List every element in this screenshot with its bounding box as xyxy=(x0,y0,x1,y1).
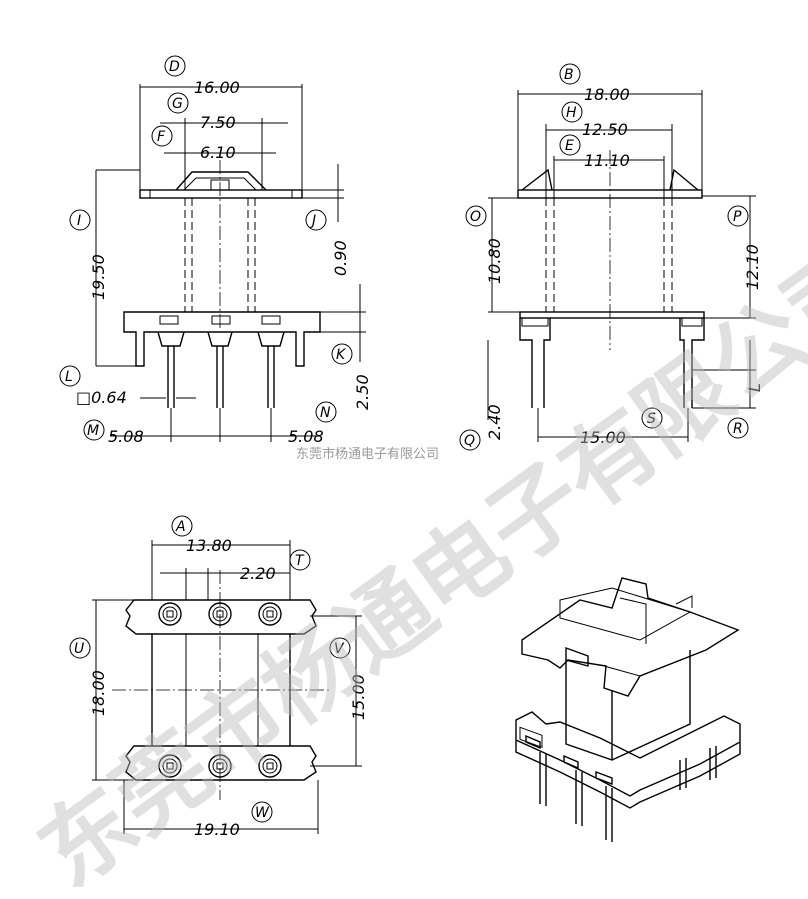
svg-text:Q: Q xyxy=(464,433,475,449)
dim-2-40: 2.40 xyxy=(485,404,504,440)
front-view: 16.00 7.50 6.10 19.50 0.90 2.50 □0.64 5.… xyxy=(59,55,372,446)
label-i: I xyxy=(69,209,91,231)
dim-15-00-bottom: 15.00 xyxy=(349,674,368,720)
dim-19-10: 19.10 xyxy=(194,820,240,839)
dim-11-10: 11.10 xyxy=(584,151,630,170)
svg-text:T: T xyxy=(295,553,305,569)
watermark: 东莞市杨通电子有限公司 xyxy=(20,226,808,899)
label-v: V xyxy=(329,637,351,659)
dim-15-00-side: 15.00 xyxy=(580,428,626,447)
company-caption: 东莞市杨通电子有限公司 xyxy=(296,446,439,462)
dim-6-10: 6.10 xyxy=(200,143,236,162)
label-t: T xyxy=(289,549,311,571)
label-e: E xyxy=(559,134,581,156)
svg-text:J: J xyxy=(309,213,316,229)
svg-text:S: S xyxy=(647,411,656,427)
svg-text:E: E xyxy=(565,138,574,154)
svg-text:K: K xyxy=(336,347,347,363)
label-q: Q xyxy=(459,429,481,451)
dim-5-08-left: 5.08 xyxy=(108,427,144,446)
svg-text:U: U xyxy=(74,641,84,657)
svg-text:N: N xyxy=(320,405,331,421)
dim-10-80: 10.80 xyxy=(485,238,504,284)
label-f: F xyxy=(151,125,173,147)
svg-text:A: A xyxy=(175,519,186,535)
label-m: M xyxy=(83,419,105,441)
dim-13-80: 13.80 xyxy=(186,536,232,555)
dim-5-08-right: 5.08 xyxy=(288,427,324,446)
label-r: R xyxy=(727,417,749,439)
label-u: U xyxy=(69,637,91,659)
dim-0-90: 0.90 xyxy=(331,240,350,276)
svg-text:G: G xyxy=(172,96,183,112)
bottom-view: 13.80 2.20 18.00 15.00 19.10 A T U V W xyxy=(69,515,368,839)
label-h: H xyxy=(561,101,583,123)
label-s: S xyxy=(641,407,663,429)
isometric-view xyxy=(515,577,741,842)
svg-text:W: W xyxy=(255,805,270,821)
dim-19-50: 19.50 xyxy=(89,254,108,300)
svg-text:D: D xyxy=(169,59,180,75)
dim-18-00-side: 18.00 xyxy=(584,85,630,104)
label-l: L xyxy=(59,365,81,387)
label-p: P xyxy=(727,205,749,227)
label-a: A xyxy=(171,515,193,537)
label-n: N xyxy=(315,401,337,423)
dim-2-20: 2.20 xyxy=(240,564,276,583)
label-g: G xyxy=(167,92,189,114)
svg-text:P: P xyxy=(733,209,742,225)
label-j: J xyxy=(305,209,327,231)
dim-12-50: 12.50 xyxy=(582,120,628,139)
svg-text:O: O xyxy=(470,209,481,225)
label-w: W xyxy=(251,801,273,823)
svg-text:V: V xyxy=(334,641,345,657)
dim-2-50: 2.50 xyxy=(353,374,372,410)
dim-7-50: 7.50 xyxy=(200,113,236,132)
svg-text:H: H xyxy=(566,105,577,121)
label-o: O xyxy=(465,205,487,227)
side-view: 18.00 12.50 11.10 10.80 12.10 L 2.40 15.… xyxy=(459,63,764,451)
label-k: K xyxy=(331,343,353,365)
svg-text:L: L xyxy=(65,369,73,385)
svg-text:I: I xyxy=(77,213,81,229)
dim-18-00-bottom: 18.00 xyxy=(89,670,108,716)
label-d: D xyxy=(164,55,186,77)
svg-text:F: F xyxy=(157,129,166,145)
svg-text:M: M xyxy=(87,423,99,439)
dim-0-64: □0.64 xyxy=(76,388,127,407)
svg-text:R: R xyxy=(733,421,743,437)
svg-text:B: B xyxy=(564,67,574,83)
dim-12-10: 12.10 xyxy=(743,244,762,290)
dim-L: L xyxy=(745,383,764,392)
label-b: B xyxy=(559,63,581,85)
dim-16-00: 16.00 xyxy=(194,78,240,97)
